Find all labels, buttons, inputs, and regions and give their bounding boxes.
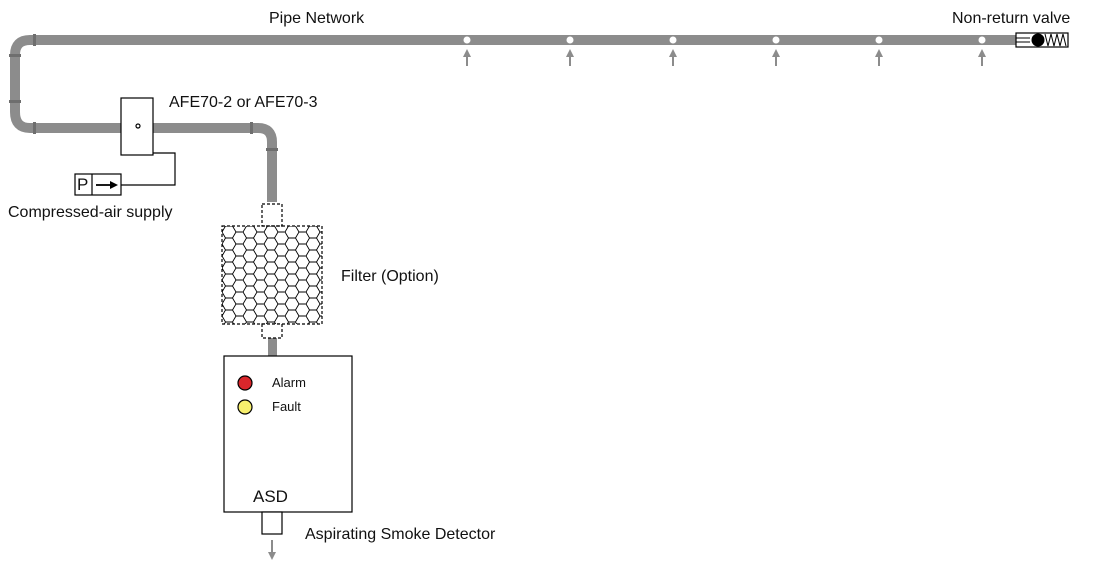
pipe-joints — [9, 34, 278, 151]
pipe-network-label: Pipe Network — [269, 10, 365, 27]
pipe-filter-to-detector — [268, 338, 277, 356]
pressure-symbol-label: P — [77, 175, 89, 194]
sampling-hole — [772, 36, 780, 44]
filter-option — [221, 203, 323, 339]
fault-led — [237, 399, 253, 415]
sampling-hole — [566, 36, 574, 44]
inflow-arrow-head — [772, 49, 780, 57]
inflow-arrow-head — [875, 49, 883, 57]
filter-label: Filter (Option) — [341, 268, 439, 285]
sampling-hole — [669, 36, 677, 44]
asd-label: ASD — [253, 487, 288, 506]
alarm-label: Alarm — [272, 375, 306, 390]
compressed-air-label: Compressed-air supply — [8, 204, 173, 221]
inflow-arrow-head — [978, 49, 986, 57]
sampling-hole — [463, 36, 471, 44]
sampling-holes — [463, 36, 986, 66]
non-return-valve — [1015, 32, 1069, 48]
pipe-network — [10, 35, 1020, 202]
fault-label: Fault — [272, 399, 301, 414]
sampling-hole — [875, 36, 883, 44]
non-return-valve-label: Non-return valve — [952, 10, 1071, 27]
aspirating-smoke-detector-label: Aspirating Smoke Detector — [305, 526, 496, 543]
afe-label: AFE70-2 or AFE70-3 — [169, 94, 318, 111]
sampling-hole — [978, 36, 986, 44]
compressed-air-symbol — [74, 173, 122, 196]
inflow-arrow-head — [463, 49, 471, 57]
asd-detector — [223, 355, 353, 560]
inflow-arrow-head — [669, 49, 677, 57]
inflow-arrow-head — [566, 49, 574, 57]
alarm-led — [237, 375, 253, 391]
afe-unit — [120, 97, 176, 186]
